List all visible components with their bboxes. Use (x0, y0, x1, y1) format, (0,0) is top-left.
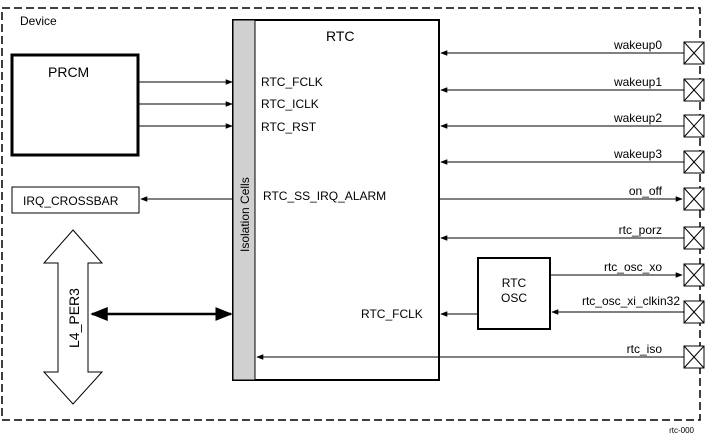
pad-wakeup0 (683, 41, 705, 65)
rtc-title: RTC (326, 28, 355, 44)
pad-rtc-iso (683, 345, 705, 369)
pad-wakeup1 (683, 78, 705, 102)
pin-label-wakeup0: wakeup0 (613, 38, 662, 52)
device-boundary (1, 7, 701, 421)
prcm-block (10, 53, 140, 157)
pin-label-rtc-porz: rtc_porz (619, 223, 662, 237)
pin-label-rtc-osc-xo: rtc_osc_xo (604, 260, 662, 274)
isolation-label: Isolation Cells (238, 177, 252, 252)
pad-rtc-porz (683, 226, 705, 250)
pin-label-wakeup2: wakeup2 (613, 111, 662, 125)
pin-label-rtc-iso: rtc_iso (627, 342, 663, 356)
pad-on-off (683, 187, 705, 211)
pad-rtc-osc-xo (683, 263, 705, 287)
l4-per3-arrow (42, 229, 104, 405)
pad-rtc-osc-xi-clkin32 (683, 300, 705, 324)
pad-wakeup3 (683, 150, 705, 174)
irq-crossbar-block (11, 186, 140, 214)
figure-id: rtc-000 (669, 426, 694, 435)
pin-label-wakeup3: wakeup3 (613, 147, 662, 161)
rtc-block (232, 19, 440, 381)
rtc-irq-alarm-label: RTC_SS_IRQ_ALARM (263, 189, 386, 203)
rtc-rst-label: RTC_RST (261, 120, 317, 134)
rtc-osc-line2: OSC (501, 291, 527, 305)
prcm-label: PRCM (48, 64, 89, 80)
rtc-fclk-label: RTC_FCLK (261, 75, 323, 89)
pin-label-rtc-osc-xi-clkin32: rtc_osc_xi_clkin32 (582, 294, 680, 308)
rtc-iclk-label: RTC_ICLK (261, 97, 319, 111)
pin-label-on-off: on_off (629, 184, 663, 198)
isolation-cells (232, 19, 256, 381)
irq-crossbar-label: IRQ_CROSSBAR (23, 194, 119, 208)
l4-per3-label: L4_PER3 (66, 288, 82, 348)
device-label: Device (20, 14, 57, 28)
pin-label-wakeup1: wakeup1 (613, 75, 662, 89)
rtc-osc-fclk-label: RTC_FCLK (361, 307, 423, 321)
pad-wakeup2 (683, 114, 705, 138)
rtc-osc-block (477, 257, 551, 330)
rtc-osc-line1: RTC (502, 276, 527, 290)
